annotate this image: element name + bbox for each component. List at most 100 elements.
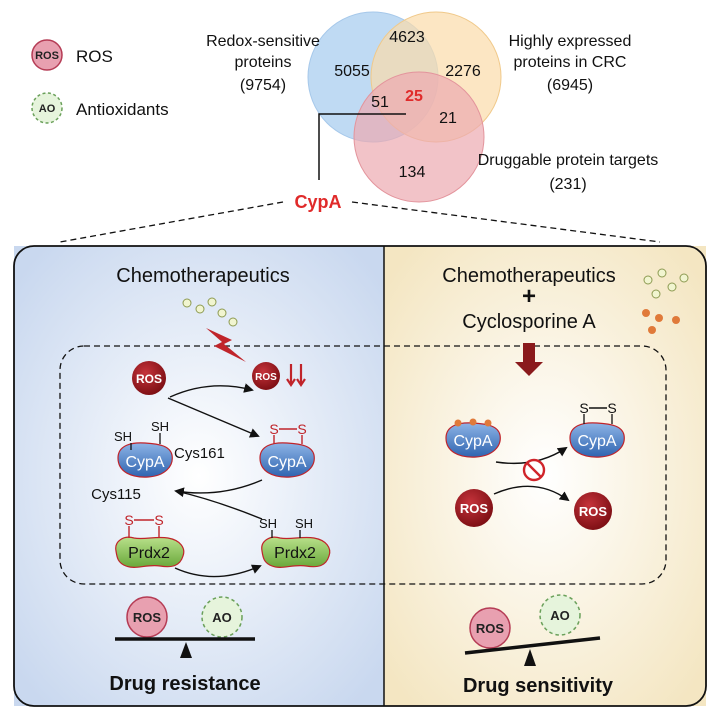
panels xyxy=(13,245,707,707)
cys161-label: Cys161 xyxy=(174,445,225,462)
csa-dot-2 xyxy=(469,418,477,426)
venn-region-drug-only: 134 xyxy=(399,164,426,181)
decrease-arrows-icon xyxy=(286,364,306,387)
arrow-cypa-oxidation xyxy=(167,397,260,438)
csa-dot-3 xyxy=(484,419,492,427)
legend-ao-badge-text: AO xyxy=(39,103,56,115)
venn-region-redox-drug: 51 xyxy=(371,94,389,111)
arrow-ros-oxidizes-cypa xyxy=(169,383,254,398)
cypa-bound-label: CypA xyxy=(453,433,492,450)
venn-druggable-label: Druggable protein targets xyxy=(478,152,659,169)
prdx2-reduced-protein xyxy=(261,536,331,569)
right-caption: Drug sensitivity xyxy=(463,675,614,697)
venn-druggable-count: (231) xyxy=(549,176,586,193)
cypa-reduced-label: CypA xyxy=(125,454,164,471)
right-panel-title-2: Cyclosporine A xyxy=(462,311,596,333)
ros-right-text: ROS xyxy=(579,504,608,519)
arrow-prdx-reduction xyxy=(174,564,262,578)
balance-left: ROS AO xyxy=(115,596,255,658)
cypa-oxidized-protein xyxy=(259,442,315,478)
venn-region-redox-only: 5055 xyxy=(334,63,370,80)
cypa-reduced-protein xyxy=(117,442,173,478)
prdx2-oxidized-protein xyxy=(115,536,185,569)
venn-crc-count: (6945) xyxy=(547,77,593,94)
prdx-sulfur-left: S xyxy=(124,512,133,528)
balance-fulcrum-right xyxy=(524,649,536,666)
venn-redox-label-2: proteins xyxy=(235,54,292,71)
right-panel-title-1: Chemotherapeutics xyxy=(442,265,615,287)
balance-right: ROS AO xyxy=(464,594,601,666)
arrow-blocked-ros xyxy=(493,485,570,502)
ros-right-badge xyxy=(574,492,612,530)
left-panel: Chemotherapeutics ROS ROS CypA SH SH Cys… xyxy=(91,265,331,695)
balance-ao-circle-right xyxy=(539,594,581,636)
balance-ros-text-right: ROS xyxy=(476,621,505,636)
cypa-oxidized-label-right: CypA xyxy=(577,433,616,450)
left-caption: Drug resistance xyxy=(109,673,260,695)
cys115-label: Cys115 xyxy=(91,486,141,503)
prdx-thiol-label-2: SH xyxy=(295,516,313,531)
venn-hit-label: CypA xyxy=(294,192,341,212)
cypa-oxidized-protein-right xyxy=(569,422,625,458)
balance-ros-text: ROS xyxy=(133,610,162,625)
balance-fulcrum-left xyxy=(180,642,192,658)
right-panel: Chemotherapeutics + Cyclosporine A CypA … xyxy=(442,265,689,697)
venn-redox-count: (9754) xyxy=(240,77,286,94)
thiol-label-1: SH xyxy=(114,429,132,444)
arrow-cypa-reduction xyxy=(174,479,263,498)
prdx-sulfur-right: S xyxy=(154,512,163,528)
ros-left-badge xyxy=(455,489,493,527)
balance-ao-text: AO xyxy=(212,610,232,625)
chemo-drug-dots-left xyxy=(182,297,238,327)
zoom-line-right xyxy=(351,201,661,243)
sulfur-label-right-1: S xyxy=(579,400,588,416)
venn-region-crc-drug: 21 xyxy=(439,110,457,127)
venn-crc-label-2: proteins in CRC xyxy=(514,54,627,71)
prdx2-oxidized-label: Prdx2 xyxy=(128,545,170,562)
venn-crc-label-1: Highly expressed xyxy=(509,33,632,50)
left-panel-bg xyxy=(14,246,384,706)
zoom-line-left xyxy=(59,201,284,243)
chemo-drug-dots-right xyxy=(643,268,689,299)
cyclosporine-dots xyxy=(642,309,680,334)
cypa-oxidized-label: CypA xyxy=(267,454,306,471)
arrow-prdx-to-cypa xyxy=(175,490,263,520)
legend: ROS ROS AO Antioxidants xyxy=(31,39,169,124)
venn-region-crc-only: 2276 xyxy=(445,63,481,80)
balance-ao-circle xyxy=(201,596,243,638)
legend-ao-label: Antioxidants xyxy=(76,100,169,119)
sulfur-label-right: S xyxy=(297,421,306,437)
ros-small-badge xyxy=(252,362,280,390)
inhibition-icon xyxy=(522,458,546,482)
legend-ao-badge xyxy=(31,92,63,124)
balance-ros-circle-right xyxy=(469,607,511,649)
balance-beam-right xyxy=(464,636,601,655)
ros-top-text: ROS xyxy=(136,372,162,386)
ros-small-text: ROS xyxy=(255,372,277,383)
venn-region-center: 25 xyxy=(405,88,423,105)
csa-dot-1 xyxy=(454,419,462,427)
right-panel-plus: + xyxy=(522,283,536,310)
mechanism-frame xyxy=(59,345,667,585)
thiol-label-2: SH xyxy=(151,419,169,434)
venn-hit-pointer xyxy=(318,113,406,180)
lightning-icon xyxy=(206,328,246,362)
venn-region-redox-crc: 4623 xyxy=(389,29,425,46)
balance-ros-circle xyxy=(126,596,168,638)
balance-ao-text-right: AO xyxy=(550,608,570,623)
ros-left-text: ROS xyxy=(460,501,489,516)
left-panel-title: Chemotherapeutics xyxy=(116,265,289,287)
venn-redox-label-1: Redox-sensitive xyxy=(206,33,320,50)
ros-top-badge xyxy=(132,361,166,395)
legend-ros-badge xyxy=(31,39,63,71)
legend-ros-label: ROS xyxy=(76,47,113,66)
venn-circle-druggable xyxy=(353,71,485,203)
panel-frame xyxy=(13,245,707,707)
downward-arrow-icon xyxy=(515,343,543,376)
prdx-thiol-label-1: SH xyxy=(259,516,277,531)
venn-diagram: Redox-sensitive proteins (9754) Highly e… xyxy=(59,11,661,243)
sulfur-label-left: S xyxy=(269,421,278,437)
legend-ros-badge-text: ROS xyxy=(35,50,59,62)
sulfur-label-right-2: S xyxy=(607,400,616,416)
